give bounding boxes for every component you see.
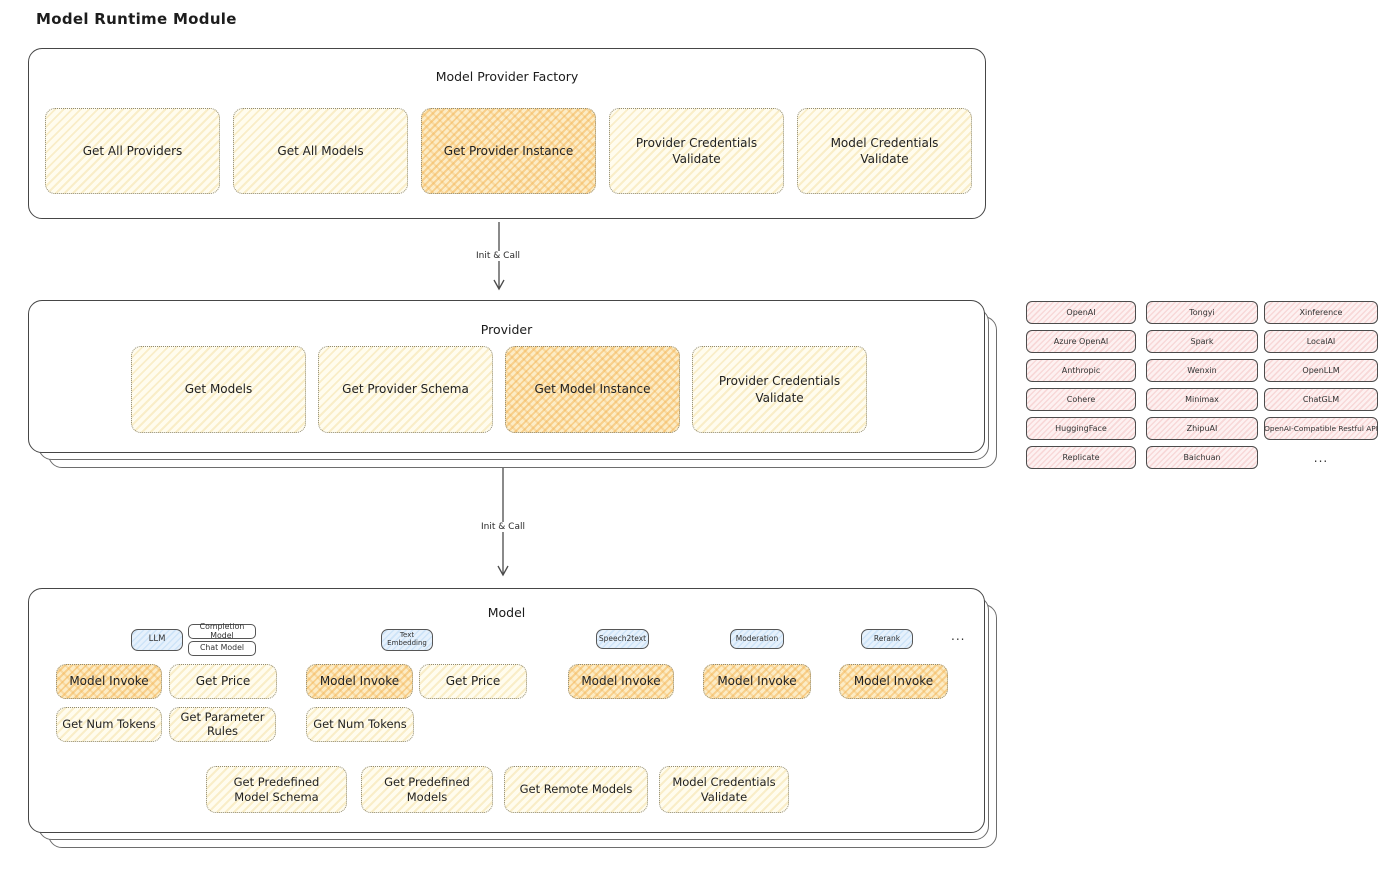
node-te-model-invoke: Model Invoke [306,664,413,699]
provider-pill-azure-openai: Azure OpenAI [1026,330,1136,353]
node-label: Model Invoke [319,674,400,689]
provider-pill-zhipuai: ZhipuAI [1146,417,1258,440]
node-label: Get Price [445,674,501,689]
node-llm-get-num-tokens: Get Num Tokens [56,707,162,742]
tag-completion-model: Completion Model [188,622,256,639]
page-title: Model Runtime Module [36,10,237,28]
node-label: Provider Credentials Validate [635,135,758,166]
provider-pill-openai: OpenAI [1026,301,1136,324]
provider-pill-openllm: OpenLLM [1264,359,1378,382]
provider-pill-spark: Spark [1146,330,1258,353]
node-get-all-providers: Get All Providers [45,108,220,194]
node-label: Get Remote Models [519,781,633,796]
node-get-models: Get Models [131,346,306,433]
tag-llm: LLM [131,629,183,651]
node-label: Get All Models [277,143,364,158]
node-te-get-num-tokens: Get Num Tokens [306,707,414,742]
node-get-provider-schema: Get Provider Schema [318,346,493,433]
model-box-title: Model [487,605,526,620]
node-label: Model Invoke [717,674,797,689]
tag-rerank: Rerank [861,629,913,649]
node-label: Get Num Tokens [62,716,156,731]
init-call-label-2: Init & Call [466,522,540,532]
node-label: Get Num Tokens [313,716,407,731]
model-more-dots: ... [951,629,966,643]
model-box: Model LLM Completion Model Chat Model Mo… [28,588,985,833]
node-get-all-models: Get All Models [233,108,408,194]
provider-buttons-row: Get Models Get Provider Schema Get Model… [131,346,867,433]
node-label: Get Predefined Models [384,775,470,804]
node-label: Model Credentials Validate [672,775,776,804]
provider-pill-localai: LocalAI [1264,330,1378,353]
node-label: Provider Credentials Validate [718,374,841,405]
node-label: Get Predefined Model Schema [233,775,320,804]
node-label: Model Invoke [581,674,661,689]
node-llm-get-parameter-rules: Get Parameter Rules [169,707,276,742]
tag-moderation: Moderation [730,629,784,649]
providers-list-panel: OpenAI Azure OpenAI Anthropic Cohere Hug… [1026,301,1380,476]
provider-pill-cohere: Cohere [1026,388,1136,411]
provider-pill-replicate: Replicate [1026,446,1136,469]
node-label: Model Invoke [853,674,934,689]
node-label: Get All Providers [82,143,183,158]
provider-pill-chatglm: ChatGLM [1264,388,1378,411]
provider-pill-wenxin: Wenxin [1146,359,1258,382]
provider-pill-openai-compatible-restful-api: OpenAI-Compatible Restful API [1264,417,1378,440]
node-label: Get Model Instance [534,382,651,397]
node-te-get-price: Get Price [419,664,527,699]
node-moderation-model-invoke: Model Invoke [703,664,811,699]
node-llm-get-price: Get Price [169,664,277,699]
model-provider-factory-box: Model Provider Factory Get All Providers… [28,48,986,219]
provider-box-title: Provider [480,322,533,337]
node-label: Get Models [184,382,253,397]
node-model-credentials-validate-2: Model Credentials Validate [659,766,789,813]
tag-text-embedding: Text Embedding [381,629,433,651]
node-provider-credentials-validate-2: Provider Credentials Validate [692,346,867,433]
node-provider-credentials-validate: Provider Credentials Validate [609,108,784,194]
node-label: Get Price [195,674,251,689]
node-label: Get Provider Instance [443,143,574,158]
provider-pill-huggingface: HuggingFace [1026,417,1136,440]
node-get-remote-models: Get Remote Models [504,766,648,813]
providers-more-dots: ... [1313,450,1329,465]
providers-column-3: Xinference LocalAI OpenLLM ChatGLM OpenA… [1264,301,1378,475]
node-get-predefined-model-schema: Get Predefined Model Schema [206,766,347,813]
node-get-provider-instance: Get Provider Instance [421,108,596,194]
node-s2t-model-invoke: Model Invoke [568,664,674,699]
node-llm-model-invoke: Model Invoke [56,664,162,699]
init-call-arrow-2 [497,468,509,577]
node-get-model-instance: Get Model Instance [505,346,680,433]
provider-pill-minimax: Minimax [1146,388,1258,411]
tag-speech2text: Speech2text [596,629,649,649]
provider-pill-tongyi: Tongyi [1146,301,1258,324]
factory-box-title: Model Provider Factory [435,69,579,84]
tag-chat-model: Chat Model [188,641,256,656]
factory-buttons-row: Get All Providers Get All Models Get Pro… [45,108,972,194]
tag-label: Text Embedding [387,631,427,647]
node-label: Model Credentials Validate [830,135,939,166]
node-label: Get Parameter Rules [180,709,265,738]
provider-pill-xinference: Xinference [1264,301,1378,324]
node-model-credentials-validate: Model Credentials Validate [797,108,972,194]
node-label: Model Invoke [69,674,149,689]
node-rerank-model-invoke: Model Invoke [839,664,948,699]
init-call-label-1: Init & Call [461,251,535,261]
provider-pill-baichuan: Baichuan [1146,446,1258,469]
providers-column-2: Tongyi Spark Wenxin Minimax ZhipuAI Baic… [1146,301,1258,475]
provider-pill-anthropic: Anthropic [1026,359,1136,382]
node-label: Get Provider Schema [342,382,469,397]
providers-column-1: OpenAI Azure OpenAI Anthropic Cohere Hug… [1026,301,1136,475]
node-get-predefined-models: Get Predefined Models [361,766,493,813]
provider-box: Provider Get Models Get Provider Schema … [28,300,985,453]
